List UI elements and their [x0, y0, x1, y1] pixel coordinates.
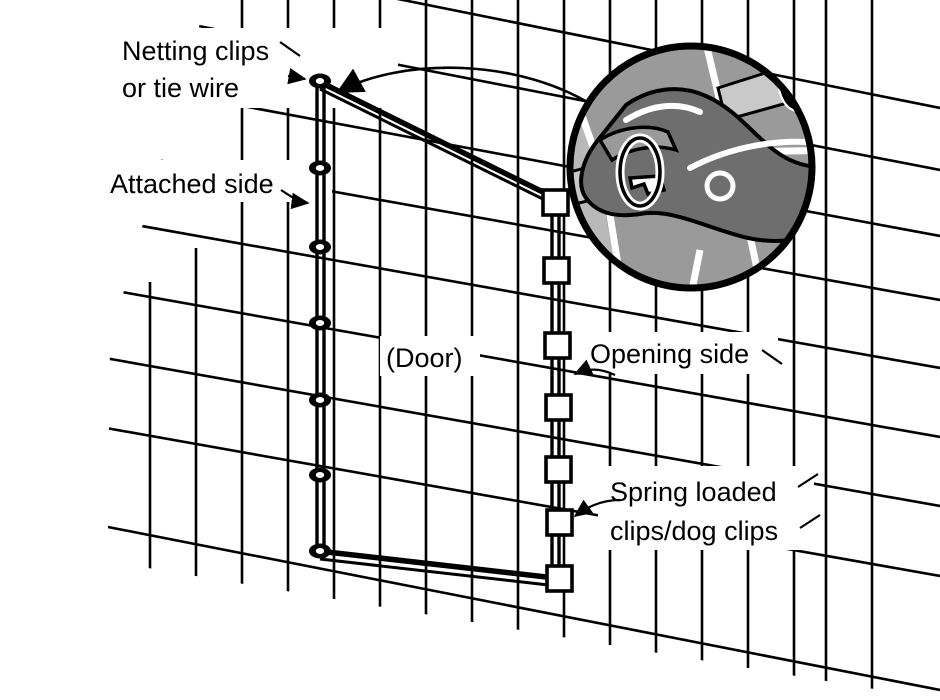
leader-lines — [280, 66, 621, 517]
label-attached-side: Attached side — [110, 169, 274, 199]
inset-rim — [566, 42, 816, 292]
spring-clip — [545, 508, 574, 537]
door-bottom-rail — [317, 548, 558, 588]
door-frame — [309, 73, 574, 593]
label-netting-clips-line2: or tie wire — [122, 73, 239, 103]
label-netting-clips-line1: Netting clips — [122, 36, 269, 66]
netting-clip — [309, 239, 331, 255]
label-opening-side: Opening side — [590, 339, 749, 369]
netting-clip — [309, 315, 331, 331]
spring-clip-group — [541, 188, 574, 593]
label-ticks — [279, 41, 821, 529]
netting-clip — [309, 160, 331, 176]
magnified-clip-detail — [566, 42, 816, 292]
netting-clip — [309, 73, 331, 89]
netting-clip — [309, 543, 331, 559]
spring-clip — [544, 455, 573, 484]
spring-clip — [545, 564, 574, 593]
leader-opening-side — [573, 359, 616, 376]
door-top-rail — [316, 78, 558, 208]
spring-clip — [543, 331, 572, 360]
netting-diagonal-wires — [104, 0, 940, 692]
spring-clip — [541, 188, 570, 217]
label-spring-clips-line1: Spring loaded — [610, 477, 777, 507]
mesh-bottom-trim — [100, 560, 940, 700]
netting-clip — [309, 467, 331, 483]
leader-inset-arc — [336, 66, 601, 112]
leader-attached-side — [280, 189, 310, 210]
netting-clip — [309, 392, 331, 408]
netting-clip-group — [309, 73, 331, 559]
label-door: (Door) — [386, 343, 463, 373]
leader-spring-clips — [573, 498, 621, 517]
spring-clip — [544, 393, 573, 422]
label-spring-clips-line2: clips/dog clips — [610, 516, 778, 546]
leader-netting-clips — [287, 68, 307, 85]
label-backdrops — [104, 28, 814, 550]
spring-clip — [542, 256, 571, 285]
